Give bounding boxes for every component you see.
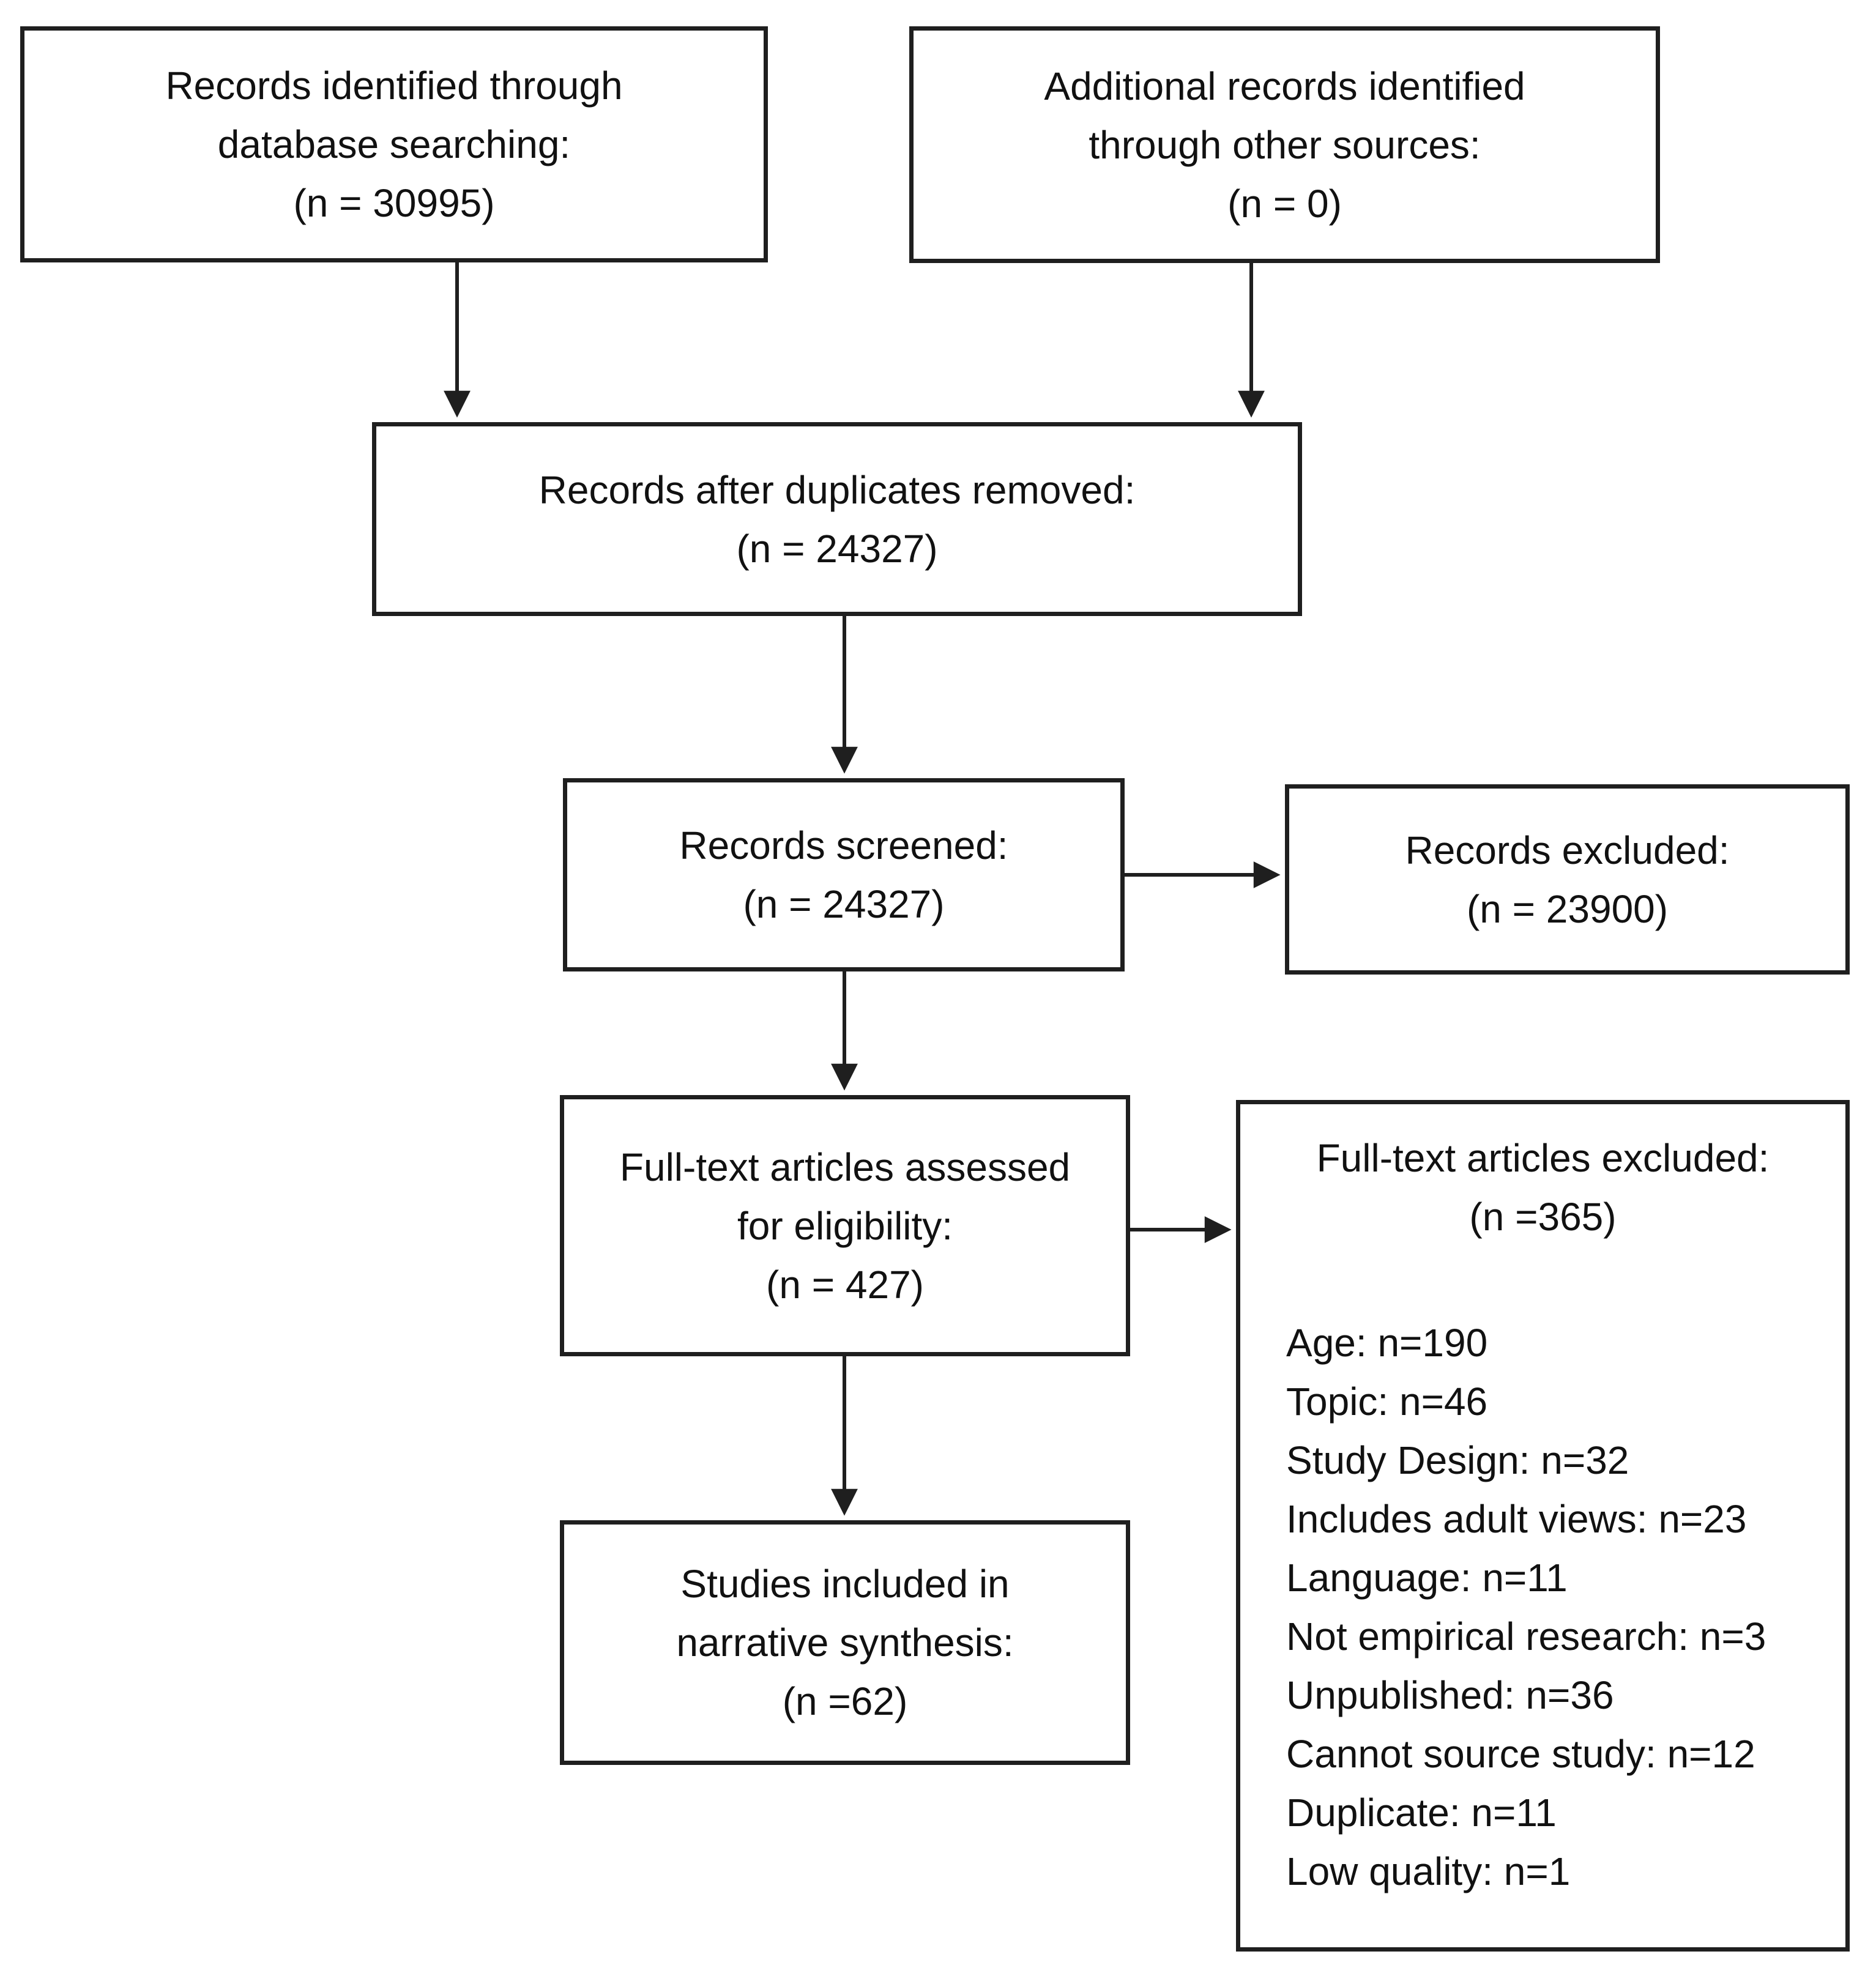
box-count-line: (n =62) [782, 1679, 908, 1723]
box-text-line: Records screened: [679, 823, 1008, 867]
exclusion-reason: Includes adult views: n=23 [1286, 1497, 1747, 1541]
box-count-line: (n =365) [1469, 1195, 1617, 1239]
exclusion-reason: Language: n=11 [1286, 1556, 1568, 1600]
box-text-line: Full-text articles assessed [619, 1145, 1071, 1189]
box-count-line: (n = 0) [1227, 181, 1342, 226]
box-records-identified-database: Records identified through database sear… [20, 26, 768, 262]
box-count-line: (n = 24327) [736, 526, 938, 571]
box-text-line: Records excluded: [1405, 828, 1730, 872]
box-text-line: narrative synthesis: [676, 1621, 1014, 1665]
box-text-line: Records after duplicates removed: [538, 467, 1136, 512]
box-text-line: through other sources: [1089, 122, 1481, 167]
box-text-line: Full-text articles excluded: [1316, 1136, 1770, 1180]
exclusion-reason: Not empirical research: n=3 [1286, 1614, 1766, 1658]
box-fulltext-articles-excluded: Full-text articles excluded: (n =365) Ag… [1236, 1100, 1850, 1952]
exclusion-reason: Age: n=190 [1286, 1321, 1488, 1365]
exclusion-reason: Cannot source study: n=12 [1286, 1732, 1755, 1776]
box-text-line: Studies included in [680, 1562, 1010, 1606]
exclusion-reasons-list: Age: n=190 Topic: n=46 Study Design: n=3… [1253, 1313, 1833, 1901]
box-additional-records-other-sources: Additional records identified through ot… [909, 26, 1660, 263]
box-count-line: (n = 427) [766, 1262, 924, 1307]
box-text-line: database searching: [217, 122, 571, 166]
box-fulltext-articles-assessed: Full-text articles assessed for eligibil… [560, 1095, 1130, 1356]
exclusion-reason: Unpublished: n=36 [1286, 1673, 1614, 1717]
box-count-line: (n = 23900) [1466, 886, 1669, 931]
exclusion-reason: Study Design: n=32 [1286, 1438, 1629, 1482]
box-count-line: (n = 30995) [293, 181, 495, 225]
box-records-after-duplicates-removed: Records after duplicates removed: (n = 2… [372, 422, 1302, 616]
exclusion-reason: Low quality: n=1 [1286, 1849, 1571, 1893]
box-text-line: for eligibility: [737, 1203, 953, 1248]
exclusion-reason: Topic: n=46 [1286, 1380, 1488, 1424]
box-text-line: Records identified through [165, 64, 623, 108]
box-records-screened: Records screened: (n = 24327) [563, 778, 1125, 971]
box-count-line: (n = 24327) [743, 882, 945, 926]
box-text-line: Additional records identified [1044, 64, 1525, 108]
box-records-excluded: Records excluded: (n = 23900) [1285, 784, 1850, 975]
exclusion-reason: Duplicate: n=11 [1286, 1791, 1557, 1835]
box-studies-included-narrative-synthesis: Studies included in narrative synthesis:… [560, 1520, 1130, 1765]
